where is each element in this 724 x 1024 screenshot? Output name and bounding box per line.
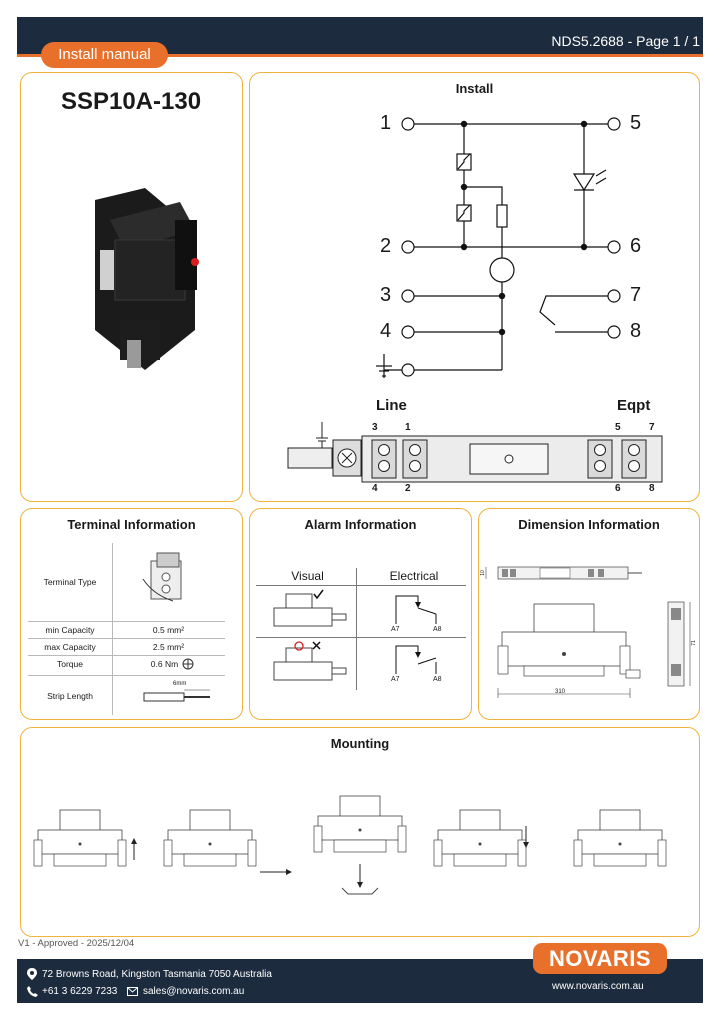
- footer-address: 72 Browns Road, Kingston Tasmania 7050 A…: [42, 969, 272, 980]
- dimension-top-view: [485, 566, 642, 580]
- header-accent-line: [17, 54, 703, 57]
- dimension-depth-label: 10: [479, 570, 486, 576]
- min-capacity-value: 0.5 mm²: [152, 625, 185, 635]
- line-label: Line: [376, 397, 407, 414]
- mounting-step-4: [433, 809, 529, 867]
- max-capacity-label: max Capacity: [44, 642, 96, 652]
- alarm-col-electrical: Electrical: [389, 569, 439, 583]
- terminal-table: Terminal Type min Capacity 0.5 mm² max C…: [28, 543, 225, 715]
- product-image: [95, 188, 199, 370]
- torque-icon: [182, 658, 194, 670]
- torque-label: Torque: [57, 659, 83, 669]
- terminal-label-5: 5: [630, 112, 642, 134]
- block-top-1: 1: [405, 422, 411, 433]
- block-bottom-4: 4: [372, 483, 378, 494]
- terminal-label-1: 1: [380, 112, 392, 134]
- dimension-height-label: 71: [690, 640, 697, 646]
- mounting-steps: [33, 795, 667, 895]
- terminal-label-7: 7: [630, 284, 642, 306]
- block-bottom-2: 2: [405, 483, 411, 494]
- alarm-normal-a7: A7: [391, 626, 400, 633]
- phone-icon: [27, 986, 38, 997]
- terminal-info-panel: [20, 508, 243, 720]
- email-icon: [127, 987, 138, 996]
- terminal-label-2: 2: [380, 235, 392, 257]
- alarm-visual-normal: [273, 589, 347, 627]
- document-reference: NDS5.2688 - Page 1 / 1: [551, 33, 700, 49]
- mounting-step-5: [573, 809, 667, 867]
- strip-length-image: [143, 689, 210, 702]
- strip-length-label: Strip Length: [47, 691, 93, 701]
- terminal-label-4: 4: [380, 320, 392, 342]
- dimension-width-label: 310: [555, 689, 566, 695]
- alarm-col-visual: Visual: [291, 569, 324, 583]
- terminal-label-3: 3: [380, 284, 392, 306]
- dimension-front-view: [497, 603, 641, 698]
- alarm-fault-a7: A7: [391, 676, 400, 683]
- block-top-7: 7: [649, 422, 655, 433]
- install-schematic: [287, 117, 663, 483]
- install-title: Install: [455, 81, 494, 96]
- terminal-label-6: 6: [630, 235, 642, 257]
- dimension-info-title: Dimension Information: [518, 517, 660, 532]
- footer-email[interactable]: sales@novaris.com.au: [143, 986, 245, 997]
- alarm-electrical-fault: [395, 645, 437, 674]
- terminal-label-8: 8: [630, 320, 642, 342]
- footer-website[interactable]: www.novaris.com.au: [552, 981, 644, 992]
- terminal-type-image: [142, 552, 182, 602]
- alarm-electrical-normal: [395, 595, 437, 624]
- install-manual-badge: Install manual: [41, 42, 168, 68]
- location-pin-icon: [27, 968, 37, 980]
- install-panel: [249, 72, 700, 502]
- alarm-normal-a8: A8: [433, 626, 442, 633]
- dimension-side-view: [667, 601, 691, 687]
- version-status: V1 - Approved - 2025/12/04: [18, 938, 135, 949]
- mounting-title: Mounting: [330, 736, 390, 751]
- strip-length-dim: 6mm: [173, 681, 187, 687]
- alarm-info-title: Alarm Information: [304, 517, 417, 532]
- mounting-step-3: [313, 795, 407, 895]
- mounting-step-1: [33, 809, 137, 867]
- block-top-3: 3: [372, 422, 378, 433]
- max-capacity-value: 2.5 mm²: [152, 642, 185, 652]
- mounting-step-2: [163, 809, 292, 875]
- block-top-5: 5: [615, 422, 621, 433]
- alarm-visual-fault: [273, 641, 347, 681]
- terminal-info-title: Terminal Information: [67, 517, 196, 532]
- min-capacity-label: min Capacity: [45, 625, 95, 635]
- novaris-logo: NOVARIS: [533, 943, 667, 974]
- eqpt-label: Eqpt: [617, 397, 651, 414]
- block-bottom-6: 6: [615, 483, 621, 494]
- alarm-fault-a8: A8: [433, 676, 442, 683]
- footer-phone[interactable]: +61 3 6229 7233: [42, 986, 118, 997]
- terminal-type-label: Terminal Type: [43, 577, 97, 587]
- block-bottom-8: 8: [649, 483, 655, 494]
- product-model: SSP10A-130: [60, 88, 202, 115]
- torque-value: 0.6 Nm: [150, 659, 179, 669]
